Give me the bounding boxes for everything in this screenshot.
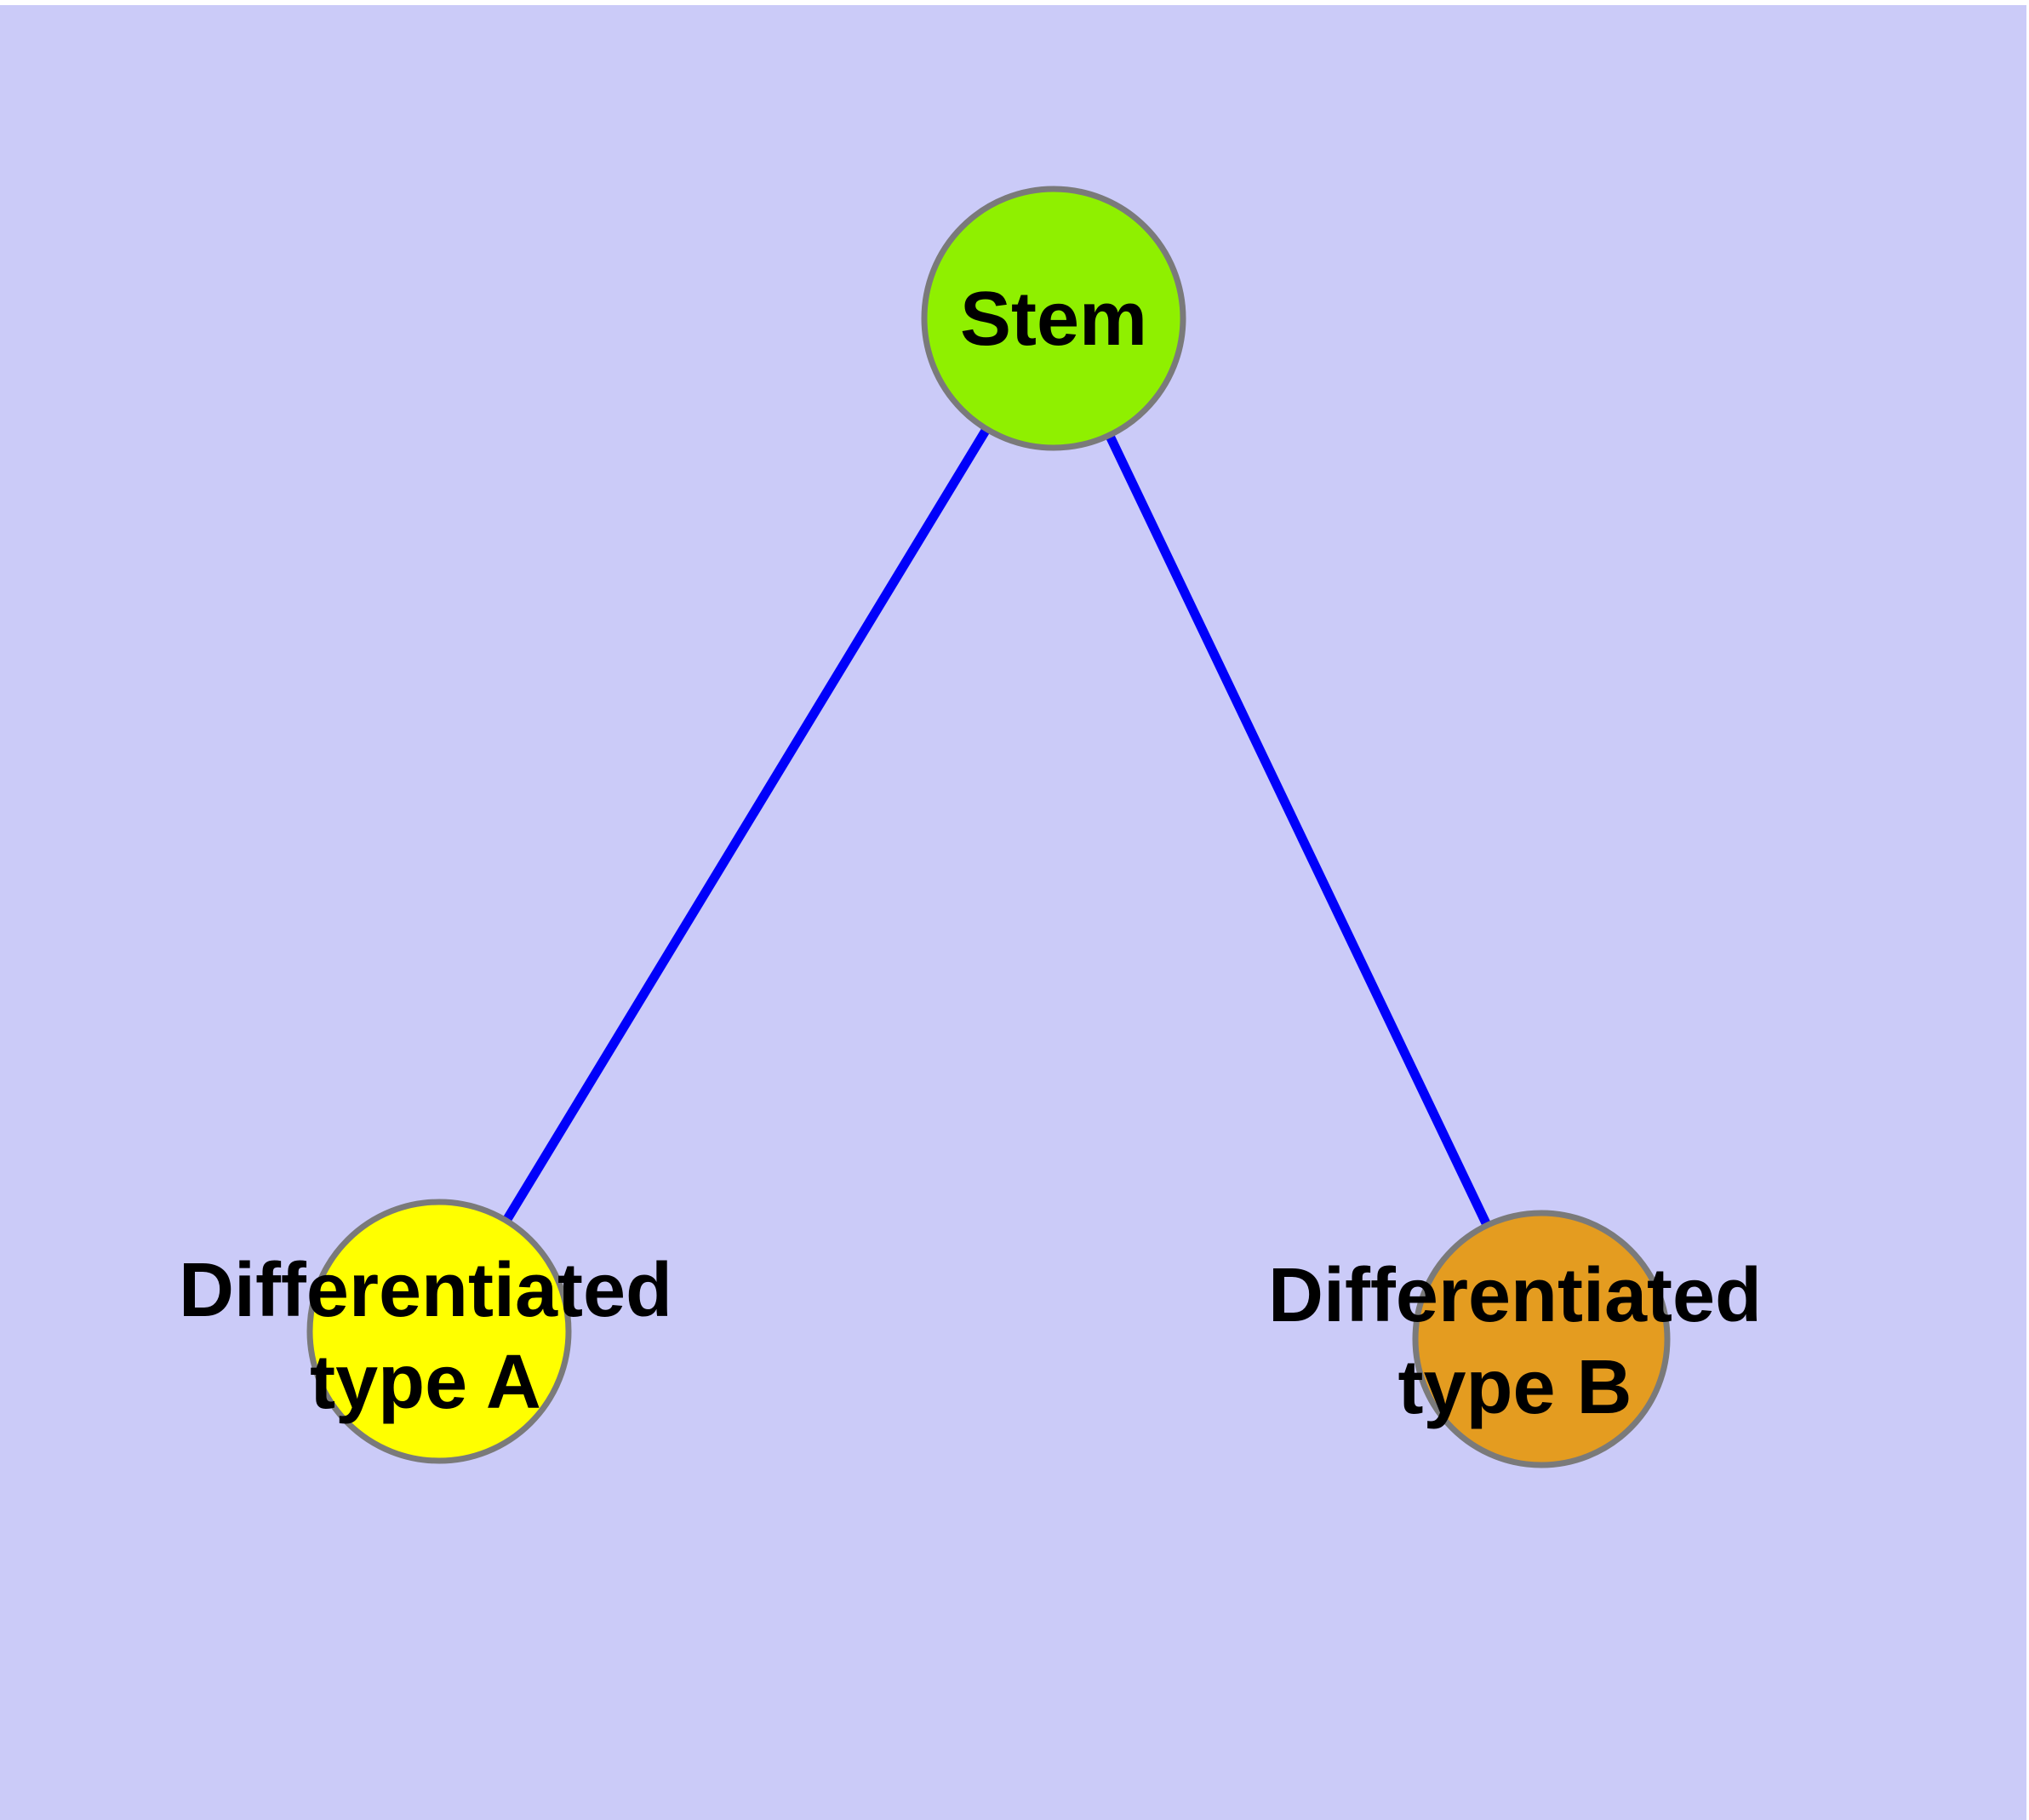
- node-stem-label: Stem: [960, 277, 1147, 362]
- edge-stem-to-type-b: [1049, 316, 1546, 1342]
- edge-stem-to-type-a: [435, 316, 1058, 1334]
- node-differentiated-type-b: [1412, 1210, 1671, 1468]
- node-differentiated-type-a: [306, 1199, 572, 1464]
- node-stem: [921, 186, 1186, 451]
- node-type-b-label-line2: type B: [1397, 1345, 1632, 1430]
- right-border: [2026, 0, 2029, 1820]
- cell-differentiation-diagram: Stem Differentiated type A Differentiate…: [0, 5, 2029, 1820]
- top-border: [0, 0, 2029, 5]
- node-type-a-label-line2: type A: [310, 1340, 541, 1425]
- node-type-b-label-line1: Differentiated: [1268, 1253, 1762, 1338]
- node-type-a-label-line1: Differentiated: [179, 1248, 672, 1333]
